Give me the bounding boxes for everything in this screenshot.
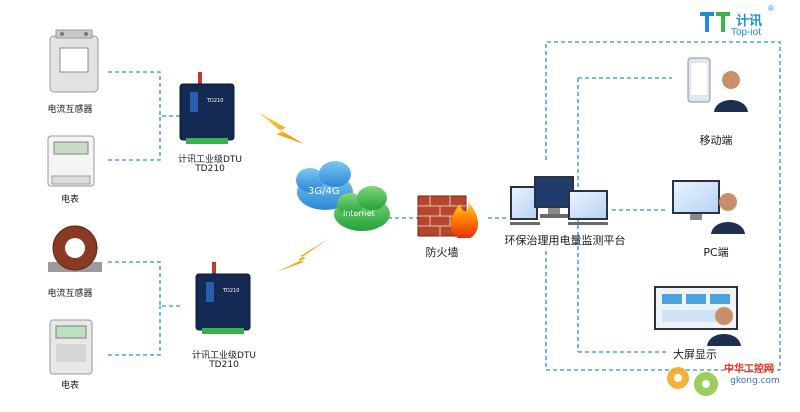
label-ct-top: 电流互感器 [47,105,93,115]
dtu-bottom-panel-text: TD210 [222,288,239,294]
lightning-bolt-top-icon [258,112,304,144]
brand-logo-icon [700,12,730,32]
current-transformer-bottom [48,225,102,272]
brand-registered-mark: ® [768,4,774,13]
mobile-client-icon [687,57,748,112]
label-dtu-bottom-line2: TD210 [209,360,239,370]
watermark-cn: 中华工控网 [724,364,774,375]
line-ct-bottom [108,261,180,307]
line-ct-top [108,71,180,117]
label-meter-top: 电表 [60,195,79,205]
lightning-bolt-bottom-icon [276,238,330,272]
dtu-top-panel-text: TD210 [206,98,223,104]
watermark-gear-icon [667,367,718,396]
brand-name-en: Top-iot [731,27,762,38]
label-platform: 环保治理用电量监测平台 [504,234,626,247]
label-firewall: 防火墙 [425,246,459,259]
brand-name-cn: 计讯 [736,13,763,28]
platform-computers-icon [510,176,608,225]
label-meter-bottom: 电表 [60,381,79,391]
label-client-big-screen: 大屏显示 [673,348,717,361]
meter-top [47,135,95,187]
dtu-device-top: TD210 [179,72,235,144]
label-client-pc: PC端 [703,246,729,259]
meter-bottom [49,319,93,375]
label-dtu-bottom-line1: 计讯工业级DTU [191,351,256,361]
current-transformer-top [49,29,99,93]
firewall-icon [417,195,479,238]
label-client-mobile: 移动端 [699,134,733,147]
cloud-cellular-label: 3G/4G [308,186,340,197]
line-meter-top [108,116,161,161]
line-meter-bottom [108,306,161,356]
label-ct-bottom: 电流互感器 [47,289,93,299]
pc-client-icon [672,180,745,234]
big-screen-client-icon [654,286,741,346]
cloud-internet-label: Internet [343,209,375,218]
cloud-internet-icon [334,186,390,231]
label-dtu-top-line2: TD210 [195,164,225,174]
line-outer-loop [545,41,781,371]
dtu-device-bottom: TD210 [195,262,251,334]
watermark-url: gkong.com [730,376,780,386]
label-dtu-top-line1: 计讯工业级DTU [177,155,242,165]
